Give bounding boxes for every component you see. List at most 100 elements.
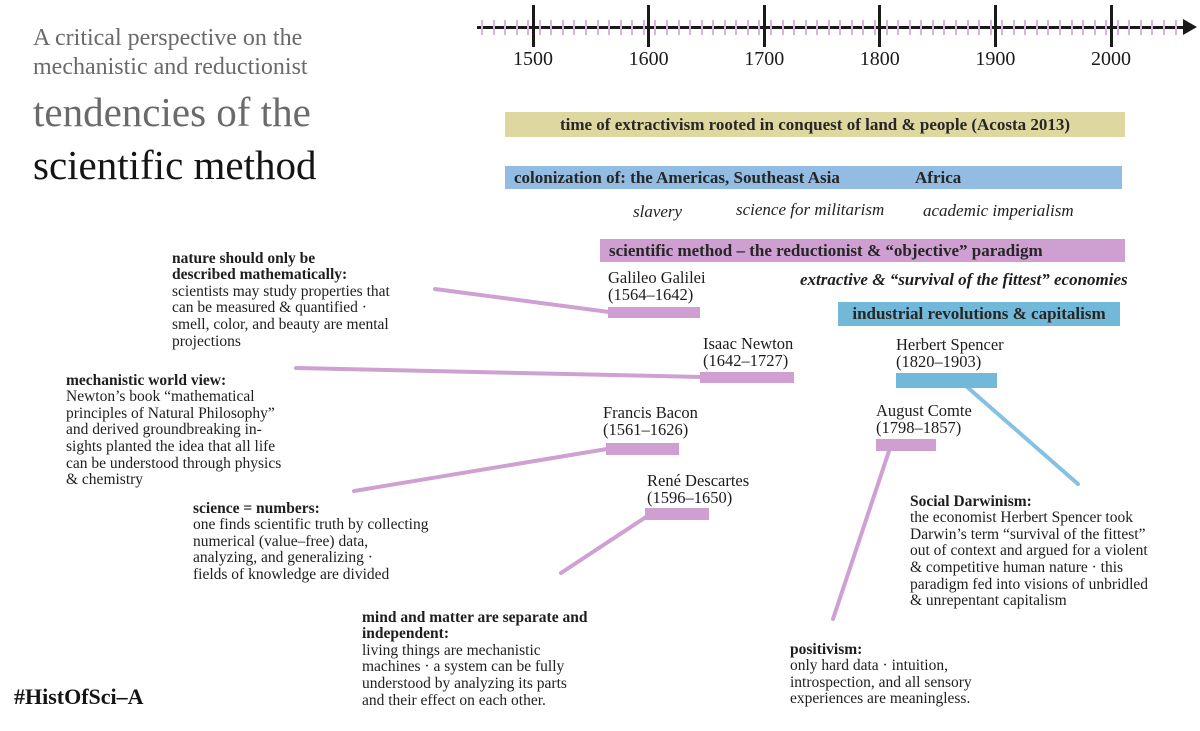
person-years: (1820–1903) [896,351,982,371]
timeline-minor-tick [1070,20,1073,35]
timeline-minor-tick [561,20,564,35]
timeline-minor-tick [1116,20,1119,35]
note-positivism: positivism:only hard data · intuition, i… [790,625,1030,708]
person-name: Francis Bacon [603,403,698,422]
note-body: Newton’s book “mathematical principles o… [66,388,282,489]
timeline-minor-tick [1035,20,1038,35]
timeline-minor-tick [504,20,507,35]
timeline-arrow-icon [1183,19,1197,35]
note-body: scientists may study properties that can… [172,282,390,350]
timeline-minor-tick [804,20,807,35]
note-social-darwinism: Social Darwinism:the economist Herbert S… [910,477,1198,610]
person-name: René Descartes [647,471,750,490]
timeline-minor-tick [885,20,888,35]
person-label-spencer: Herbert Spencer (1820–1903) [896,335,1004,371]
timeline-minor-tick [677,20,680,35]
timeline-major-tick [647,5,651,47]
timeline-minor-tick [781,20,784,35]
person-years: (1642–1727) [703,350,789,370]
timeline-major-tick [531,5,535,47]
timeline-minor-tick [908,20,911,35]
timeline-minor-tick [1093,20,1096,35]
timeline-year-label: 1600 [628,48,669,70]
person-years: (1561–1626) [603,419,689,439]
timeline-minor-tick [1024,20,1027,35]
timeline-minor-tick [538,20,541,35]
timeline-minor-tick [816,20,819,35]
page-title-line-2: scientific method [33,142,317,188]
person-label-galileo: Galileo Galilei (1564–1642) [608,269,706,304]
connector-nature-to-galileo [433,287,611,314]
timeline-minor-tick [1128,20,1131,35]
timeline-minor-tick [931,20,934,35]
timeline-minor-tick [1047,20,1050,35]
subtitle-line-2: mechanistic and reductionist [33,54,308,80]
note-science-equals-numbers: science = numbers:one finds scientific t… [193,484,503,584]
timeline-minor-tick [608,20,611,35]
timeline-minor-tick [550,20,553,35]
timeline-minor-tick [573,20,576,35]
timeline-minor-tick [1012,20,1015,35]
timeline-major-tick [993,5,997,47]
person-label-descartes: René Descartes (1596–1650) [647,471,750,507]
person-bar-bacon [606,443,679,455]
person-bar-spencer [896,373,997,388]
timeline-minor-tick [966,20,969,35]
person-bar-comte [876,439,936,451]
timeline-year-label: 2000 [1091,48,1131,70]
timeline-major-tick [1109,5,1113,47]
person-bar-descartes [645,508,709,520]
timeline-minor-tick [1174,20,1177,35]
label-extractive-economies: extractive & “survival of the fittest” e… [800,270,1128,289]
subtitle-line-1: A critical perspective on the [33,25,303,51]
era-scientific-method-label: scientific method – the reductionist & “… [609,240,1043,260]
timeline-minor-tick [654,20,657,35]
person-name: Herbert Spencer [896,335,1004,354]
timeline-minor-tick [619,20,622,35]
timeline-minor-tick [585,20,588,35]
timeline-minor-tick [665,20,668,35]
timeline-minor-tick [723,20,726,35]
timeline-minor-tick [1082,20,1085,35]
person-label-bacon: Francis Bacon (1561–1626) [603,403,698,439]
timeline-minor-tick [631,20,634,35]
note-title: Social Darwinism: [910,492,1032,510]
era-industrial-label: industrial revolutions & capitalism [852,304,1106,323]
timeline-minor-tick [839,20,842,35]
timeline-minor-tick [1105,20,1108,35]
hashtag-label: #HistOfSci–A [14,684,144,709]
note-body: one finds scientific truth by collecting… [193,516,429,583]
note-body: only hard data · intuition, introspectio… [790,657,972,708]
era-bar-scientific-method: scientific method – the reductionist & “… [600,239,1125,262]
timeline-minor-tick [712,20,715,35]
era-colonization-label: colonization of: the Americas, Southeast… [514,167,840,187]
timeline-year-label: 1900 [975,48,1016,70]
note-body: living things are mechanistic machines ·… [362,641,567,709]
timeline-minor-tick [689,20,692,35]
connector-spencer-to-social-darwinism [964,384,1080,486]
timeline-minor-tick [1059,20,1061,35]
timeline-line [477,26,1185,29]
label-slavery: slavery [633,202,683,221]
person-years: (1564–1642) [608,284,694,304]
person-years: (1596–1650) [647,487,733,507]
era-bar-colonization: colonization of: the Americas, Southeast… [505,166,1122,189]
timeline-minor-tick [735,20,738,35]
timeline-minor-tick [897,20,900,35]
timeline-major-tick [762,5,766,47]
note-mechanistic-world-view: mechanistic world view:Newton’s book “ma… [66,356,366,489]
era-extractivism-label: time of extractivism rooted in conquest … [559,114,1071,134]
timeline-minor-tick [700,20,703,35]
person-label-newton: Isaac Newton (1642–1727) [703,335,793,370]
page-title-line-1: tendencies of the [33,89,311,135]
timeline-minor-tick [1001,20,1004,35]
timeline-minor-tick [989,20,992,35]
connector-mechanistic-to-newton [294,366,704,379]
timeline-minor-tick [862,20,865,35]
page-subtitle: A critical perspective on the mechanisti… [33,24,308,82]
timeline-minor-tick [492,20,495,35]
timeline-minor-tick [978,20,981,35]
timeline-minor-tick [1163,20,1166,35]
